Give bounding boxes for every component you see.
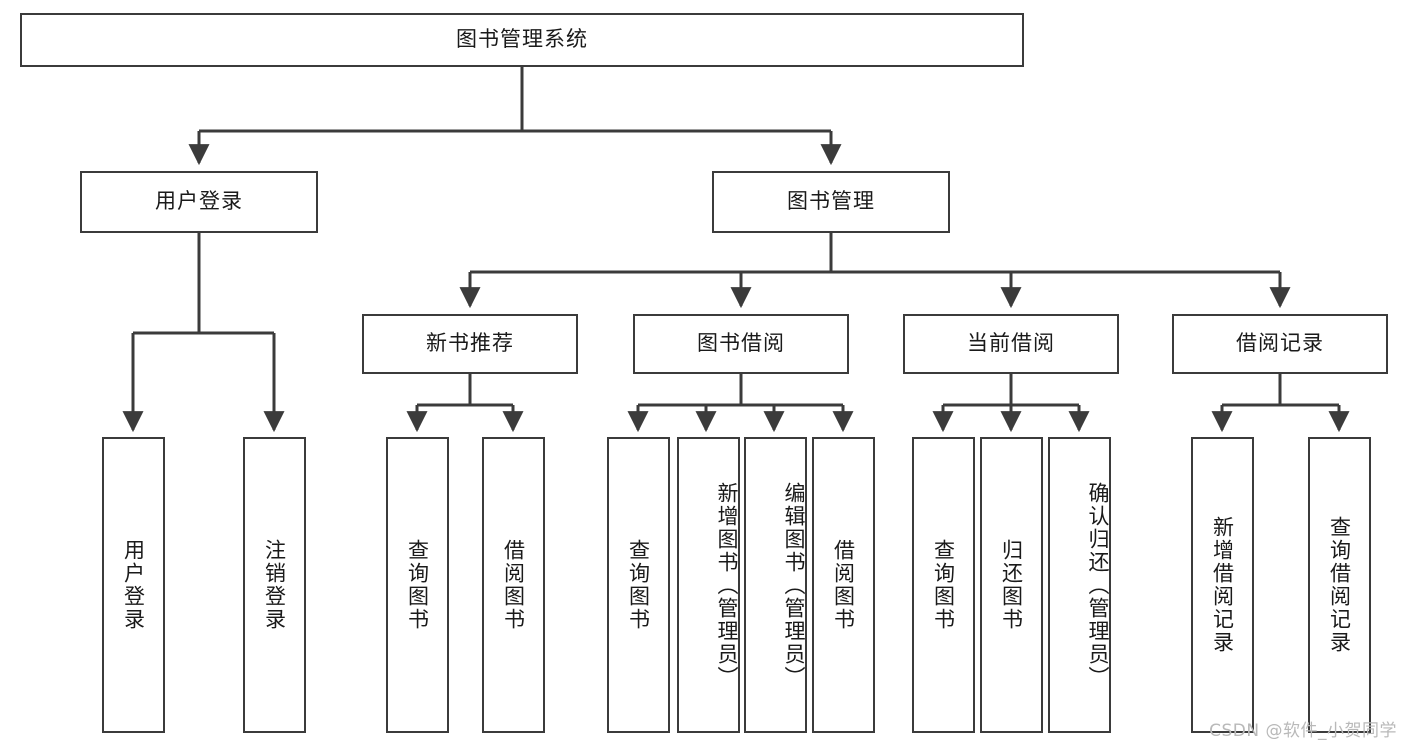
- leaf-logout-login[interactable]: 注销登录: [243, 437, 306, 733]
- leaf-borrow-book-2[interactable]: 借阅图书: [812, 437, 875, 733]
- node-current-borrow[interactable]: 当前借阅: [903, 314, 1119, 374]
- leaf-confirm-return[interactable]: 确认归还（管理员）: [1048, 437, 1111, 733]
- leaf-add-book[interactable]: 新增图书（管理员）: [677, 437, 740, 733]
- leaf-add-borrow-record[interactable]: 新增借阅记录: [1191, 437, 1254, 733]
- node-new-book-recommend[interactable]: 新书推荐: [362, 314, 578, 374]
- leaf-query-book-2[interactable]: 查询图书: [607, 437, 670, 733]
- node-book-management[interactable]: 图书管理: [712, 171, 950, 233]
- leaf-query-book-3[interactable]: 查询图书: [912, 437, 975, 733]
- leaf-return-book[interactable]: 归还图书: [980, 437, 1043, 733]
- node-root[interactable]: 图书管理系统: [20, 13, 1024, 67]
- node-user-login[interactable]: 用户登录: [80, 171, 318, 233]
- node-borrow-record[interactable]: 借阅记录: [1172, 314, 1388, 374]
- leaf-edit-book[interactable]: 编辑图书（管理员）: [744, 437, 807, 733]
- leaf-user-login[interactable]: 用户登录: [102, 437, 165, 733]
- node-book-borrow[interactable]: 图书借阅: [633, 314, 849, 374]
- leaf-borrow-book-1[interactable]: 借阅图书: [482, 437, 545, 733]
- leaf-query-borrow-record[interactable]: 查询借阅记录: [1308, 437, 1371, 733]
- leaf-query-book-1[interactable]: 查询图书: [386, 437, 449, 733]
